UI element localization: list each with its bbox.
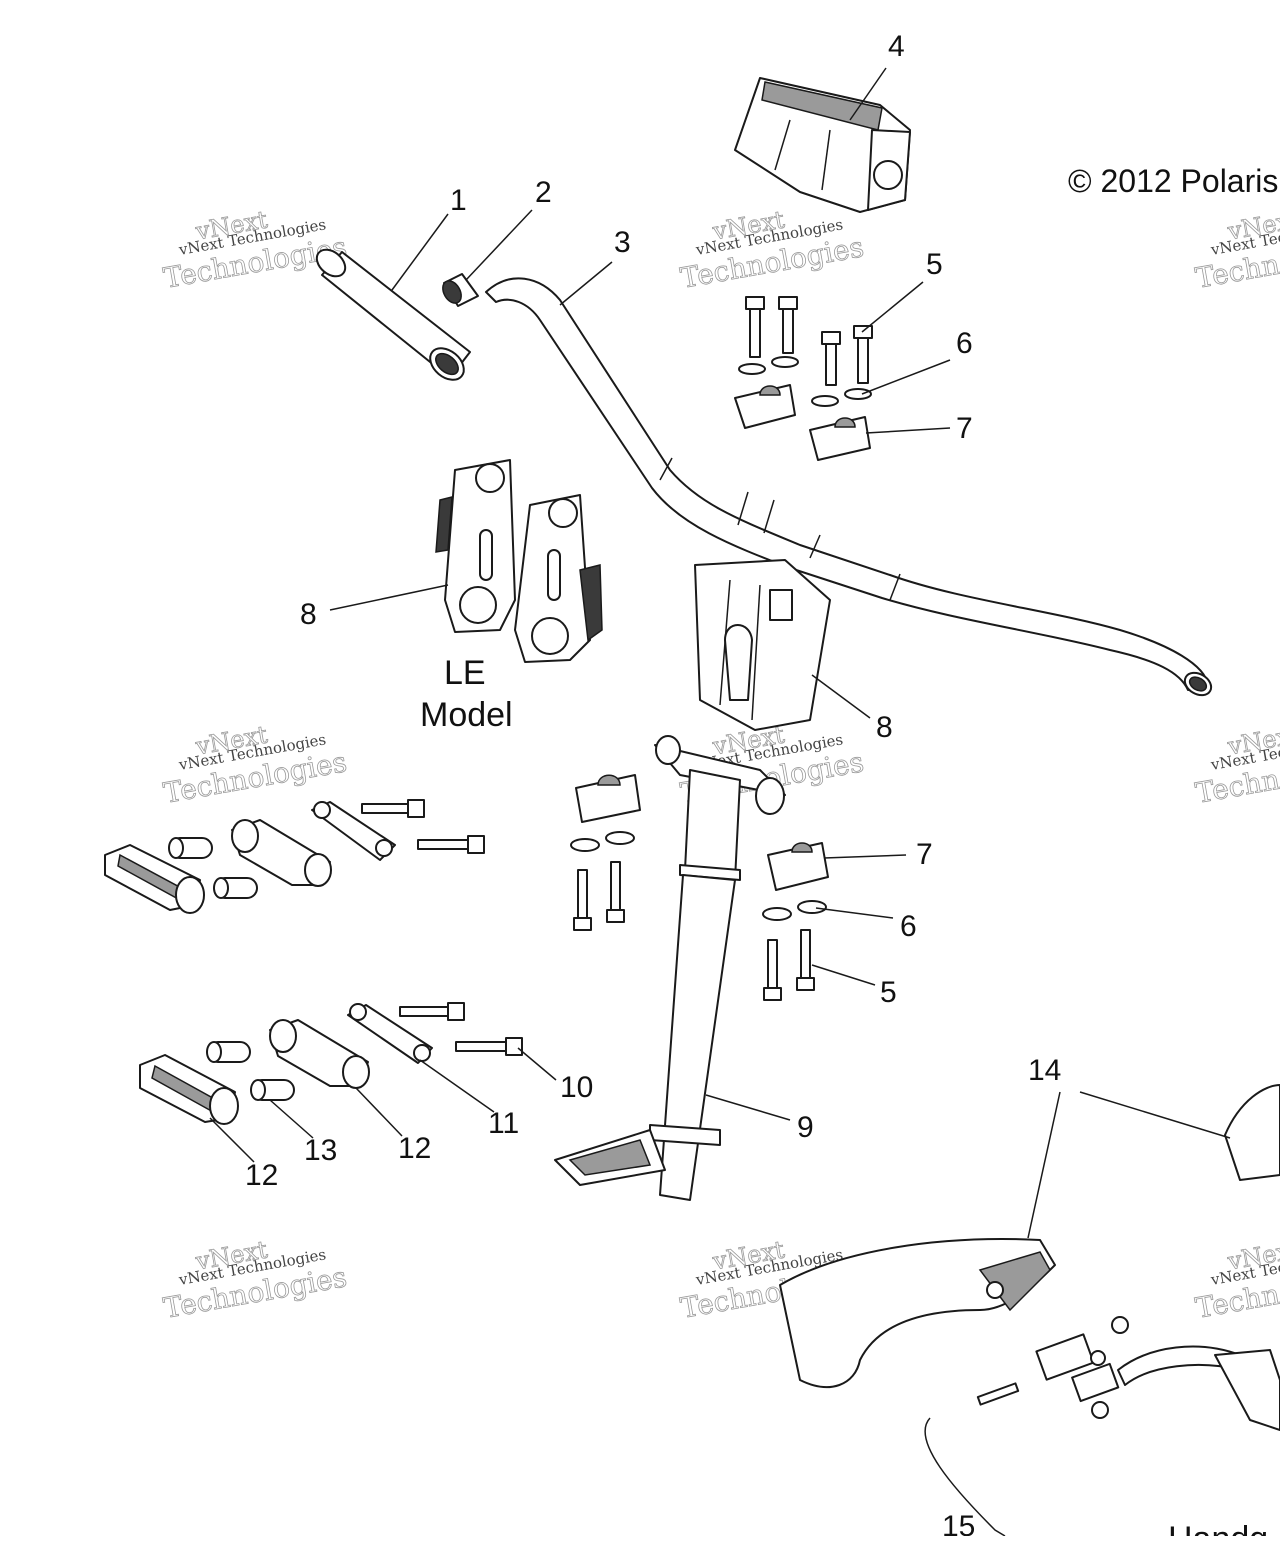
callout-4: 4 bbox=[888, 30, 905, 63]
part-2-spacer bbox=[442, 273, 479, 307]
part-12-bracket-right bbox=[269, 1019, 370, 1089]
callout-5-top: 5 bbox=[926, 248, 943, 281]
watermark-2: vNext vNext Technologies Technologies bbox=[678, 205, 867, 295]
callout-8-std: 8 bbox=[876, 711, 893, 744]
copyright-text: © 2012 Polaris bbox=[1068, 163, 1278, 199]
watermark-3: vNext vNext Technologies Technologies bbox=[1193, 205, 1280, 295]
part-5-bolts-lower bbox=[573, 861, 815, 1001]
watermark-9: vNext vNext Technologies Technologies bbox=[1193, 1235, 1280, 1325]
callout-12-left: 12 bbox=[245, 1159, 278, 1192]
part-4-handlebar-pad bbox=[734, 77, 911, 213]
callout-6-lower: 6 bbox=[900, 910, 917, 943]
watermark-6: vNext vNext Technologies Technologies bbox=[1193, 720, 1280, 810]
part-14-handguard bbox=[779, 1084, 1280, 1389]
part-9-steering-post bbox=[554, 735, 786, 1201]
callout-15: 15 bbox=[942, 1510, 975, 1536]
part-7-clamp-top bbox=[734, 384, 871, 461]
callout-12-right: 12 bbox=[398, 1132, 431, 1165]
callout-2: 2 bbox=[535, 176, 552, 209]
callout-13: 13 bbox=[304, 1134, 337, 1167]
part-3-handlebar bbox=[485, 277, 1213, 697]
watermark-4: vNext vNext Technologies Technologies bbox=[161, 720, 350, 810]
callout-9: 9 bbox=[797, 1111, 814, 1144]
callout-8-le: 8 bbox=[300, 598, 317, 631]
le-model-label: LE Model bbox=[420, 654, 513, 734]
leader-lines bbox=[209, 67, 1231, 1537]
callout-6-top: 6 bbox=[956, 327, 973, 360]
callout-7-top: 7 bbox=[956, 412, 973, 445]
svg-text:Model: Model bbox=[420, 696, 513, 734]
callout-10: 10 bbox=[560, 1071, 593, 1104]
part-1-grip bbox=[315, 248, 471, 381]
part-8-riser bbox=[694, 559, 831, 731]
part-5-bolts-top bbox=[745, 296, 873, 386]
part-7-clamp-lower bbox=[575, 774, 829, 891]
callout-3: 3 bbox=[614, 226, 631, 259]
part-6-washers-lower bbox=[570, 831, 827, 921]
part-12-bracket-left bbox=[139, 1054, 239, 1125]
part-13-bushing bbox=[206, 1041, 295, 1101]
handguard-mount-hardware bbox=[976, 1316, 1280, 1431]
svg-text:LE: LE bbox=[444, 654, 486, 692]
callout-11: 11 bbox=[488, 1107, 519, 1140]
callout-14: 14 bbox=[1028, 1054, 1061, 1087]
callout-7-lower: 7 bbox=[916, 838, 933, 871]
callout-5-lower: 5 bbox=[880, 976, 897, 1009]
callout-1: 1 bbox=[450, 184, 467, 217]
watermark-7: vNext vNext Technologies Technologies bbox=[161, 1235, 350, 1325]
upper-bracket-group bbox=[104, 799, 485, 914]
part-8-le-riser bbox=[435, 459, 603, 663]
handguard-caption-partial: Handg bbox=[1168, 1520, 1268, 1536]
part-6-washers-top bbox=[738, 356, 872, 407]
part-10-bolts bbox=[399, 1002, 523, 1056]
watermark-1: vNext vNext Technologies Technologies bbox=[161, 205, 350, 295]
